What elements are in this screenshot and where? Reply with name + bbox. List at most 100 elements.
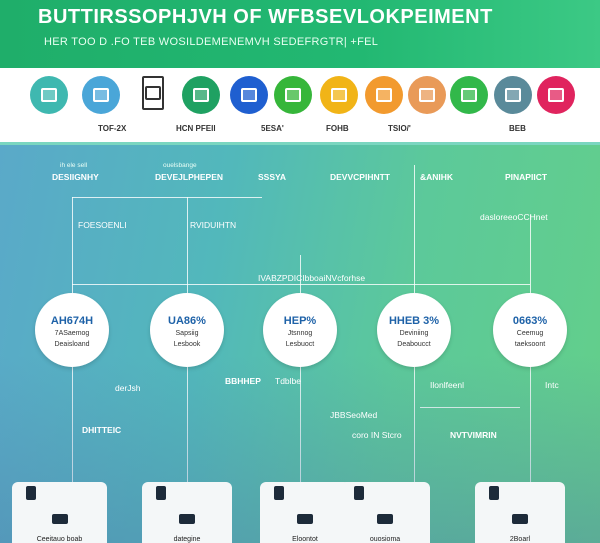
metric-line2: Lesbuoct <box>285 341 315 348</box>
document-icon[interactable] <box>142 76 164 110</box>
stage-label: DEVVCPIHNTT <box>330 172 390 182</box>
device-icon <box>51 514 68 524</box>
page-title: BUTTIRSSOPHJVH OF WFBSEVLOKPEIMENT <box>38 6 493 28</box>
glyph-icon <box>376 88 392 102</box>
connector-line <box>72 197 262 198</box>
camera-icon <box>26 486 36 500</box>
metric-value: HEP% <box>283 315 317 327</box>
detail-label: Ilonlfeenl <box>430 380 465 390</box>
glyph-icon <box>285 88 301 102</box>
connector-line <box>72 367 73 482</box>
camera-icon <box>354 486 364 500</box>
metric-value: UA86% <box>168 315 206 327</box>
detail-label: NVTVIMRIN <box>450 430 497 440</box>
metric-line2: Deaboucct <box>397 341 431 348</box>
team-icon[interactable] <box>30 76 68 114</box>
metric-line1: Ceemug <box>516 330 544 337</box>
chart-icon[interactable] <box>450 76 488 114</box>
camera-icon <box>156 486 166 500</box>
metric-line2: taeksoont <box>514 341 546 348</box>
metric-value: 0663% <box>512 315 548 327</box>
metric-line1: Jtsnnog <box>287 330 313 337</box>
metric-value: HHEB 3% <box>388 315 440 327</box>
detail-label: Tdblbe <box>275 376 301 386</box>
connector-line <box>414 165 415 293</box>
stage-caption: ouelsbange <box>163 162 197 169</box>
connector-line <box>187 197 188 293</box>
detail-label: derJsh <box>115 383 141 393</box>
layout-icon[interactable] <box>182 76 220 114</box>
device-card: ouosioma <box>340 482 430 543</box>
connector-line <box>187 367 188 482</box>
device-icon <box>512 514 528 524</box>
glyph-icon <box>193 88 209 102</box>
metric-line1: Deviniing <box>399 330 429 337</box>
device-card: Eloontot <box>260 482 350 543</box>
connector-line <box>72 197 73 293</box>
device-icon <box>179 514 195 524</box>
stage-label: PINAPIICT <box>505 172 548 182</box>
stage-sublabel: FOESOENLI <box>78 220 127 230</box>
note-icon[interactable] <box>320 76 358 114</box>
metric-line2: Deaisloand <box>54 341 90 348</box>
strip-label: BEB <box>509 124 526 133</box>
page-subtitle: HER TOO D .FO TEB WOSILDEMENEMVH SEDEFRG… <box>44 36 379 48</box>
connector-line <box>530 367 531 482</box>
device-label: Eloontot <box>292 536 318 543</box>
connector-line <box>72 284 530 285</box>
metric-line1: 7ASaemog <box>54 330 90 337</box>
device-card: dategine <box>142 482 232 543</box>
grid-icon[interactable] <box>494 76 532 114</box>
calendar-icon[interactable] <box>408 76 446 114</box>
stage-label: SSSYA <box>258 172 287 182</box>
glyph-icon <box>548 88 564 102</box>
detail-label: coro IN Stcro <box>352 430 402 440</box>
device-icon <box>377 514 393 524</box>
glyph-icon <box>41 88 57 102</box>
metric-circle: 0663% Ceemug taeksoont <box>493 293 567 367</box>
device-label: ouosioma <box>369 536 401 543</box>
camera-icon <box>489 486 499 500</box>
stage-label: DEVEJLPHEPEN <box>155 172 224 182</box>
strip-label: 5ESA' <box>261 124 284 133</box>
metric-value: AH674H <box>50 315 94 327</box>
strip-label: TOF-2X <box>98 124 127 133</box>
stage-caption: ih ele sell <box>60 162 88 169</box>
detail-label: Intc <box>545 380 559 390</box>
stage-label: DESIIGNHY <box>52 172 99 182</box>
metric-line2: Lesbook <box>173 341 201 348</box>
window-icon[interactable] <box>230 76 268 114</box>
strip-label: FOHB <box>326 124 349 133</box>
image-icon[interactable] <box>274 76 312 114</box>
detail-label: DHITTEIC <box>82 425 122 435</box>
detail-label: JBBSeoMed <box>330 410 378 420</box>
device-card: Ceeitauo boab <box>12 482 107 543</box>
header-banner: BUTTIRSSOPHJVH OF WFBSEVLOKPEIMENT HER T… <box>0 0 600 68</box>
device-label: dategine <box>173 536 201 543</box>
device-icon <box>297 514 313 524</box>
glyph-icon <box>331 88 347 102</box>
detail-label: BBHHEP <box>225 376 261 386</box>
connector-line <box>300 255 301 293</box>
device-label: 2Boarl <box>509 536 531 543</box>
page-icon[interactable] <box>365 76 403 114</box>
device-card: 2Boarl <box>475 482 565 543</box>
glyph-icon <box>145 86 161 100</box>
connector-line <box>420 407 520 408</box>
glyph-icon <box>505 88 521 102</box>
connector-line <box>530 215 531 293</box>
metric-line1: Sapsiig <box>175 330 199 337</box>
stage-sublabel: IVABZPDICIbboaiNVcforhse <box>258 273 366 283</box>
strip-label: HCN PFEIl <box>176 124 216 133</box>
glyph-icon <box>419 88 435 102</box>
camera-icon <box>274 486 284 500</box>
stage-label: &ANIHK <box>420 172 454 182</box>
device-label: Ceeitauo boab <box>36 536 83 543</box>
card-icon[interactable] <box>537 76 575 114</box>
stage-sublabel: RVIDUIHTN <box>190 220 237 230</box>
browser-icon[interactable] <box>82 76 120 114</box>
